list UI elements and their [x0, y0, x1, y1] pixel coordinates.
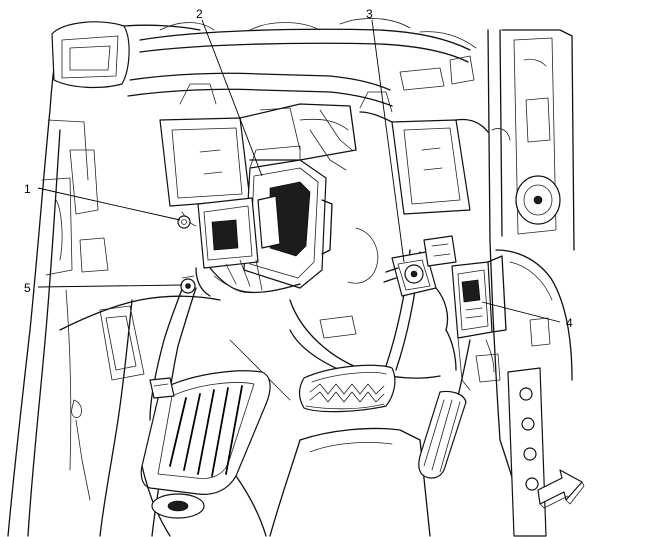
callout-3: 3: [366, 7, 373, 21]
callout-3-leader: [371, 19, 405, 263]
pedal-pivot-assembly: [383, 235, 457, 331]
fastener-clip: [180, 275, 196, 294]
callout-4: 4: [566, 316, 573, 330]
brake-pedal: [298, 249, 421, 413]
right-kick-panel: [475, 29, 573, 537]
body-control-module: [243, 145, 333, 289]
callout-5-leader: [37, 284, 183, 288]
callout-2: 2: [196, 7, 203, 21]
pedal-bracket: [359, 111, 489, 215]
callout-5: 5: [24, 281, 31, 295]
callout-leaders: [37, 19, 561, 323]
floor-clip: [149, 377, 175, 399]
callout-1: 1: [24, 182, 31, 196]
callout-1-leader: [37, 187, 181, 221]
footrest-pad: [140, 370, 271, 537]
callout-4-leader: [481, 301, 561, 323]
floor-and-tunnel: [59, 227, 441, 537]
carpet-edge: [269, 427, 431, 537]
steering-column-shroud: [51, 21, 201, 89]
instrument-panel: [127, 18, 477, 113]
forward-arrow-icon: [537, 469, 585, 509]
accelerator-bracket: [445, 255, 507, 391]
connector-module: [177, 197, 259, 297]
accelerator-pedal: [418, 339, 471, 479]
right-door-opening: [501, 29, 575, 251]
left-door-frame: [7, 29, 109, 537]
callout-2-leader: [201, 19, 263, 177]
